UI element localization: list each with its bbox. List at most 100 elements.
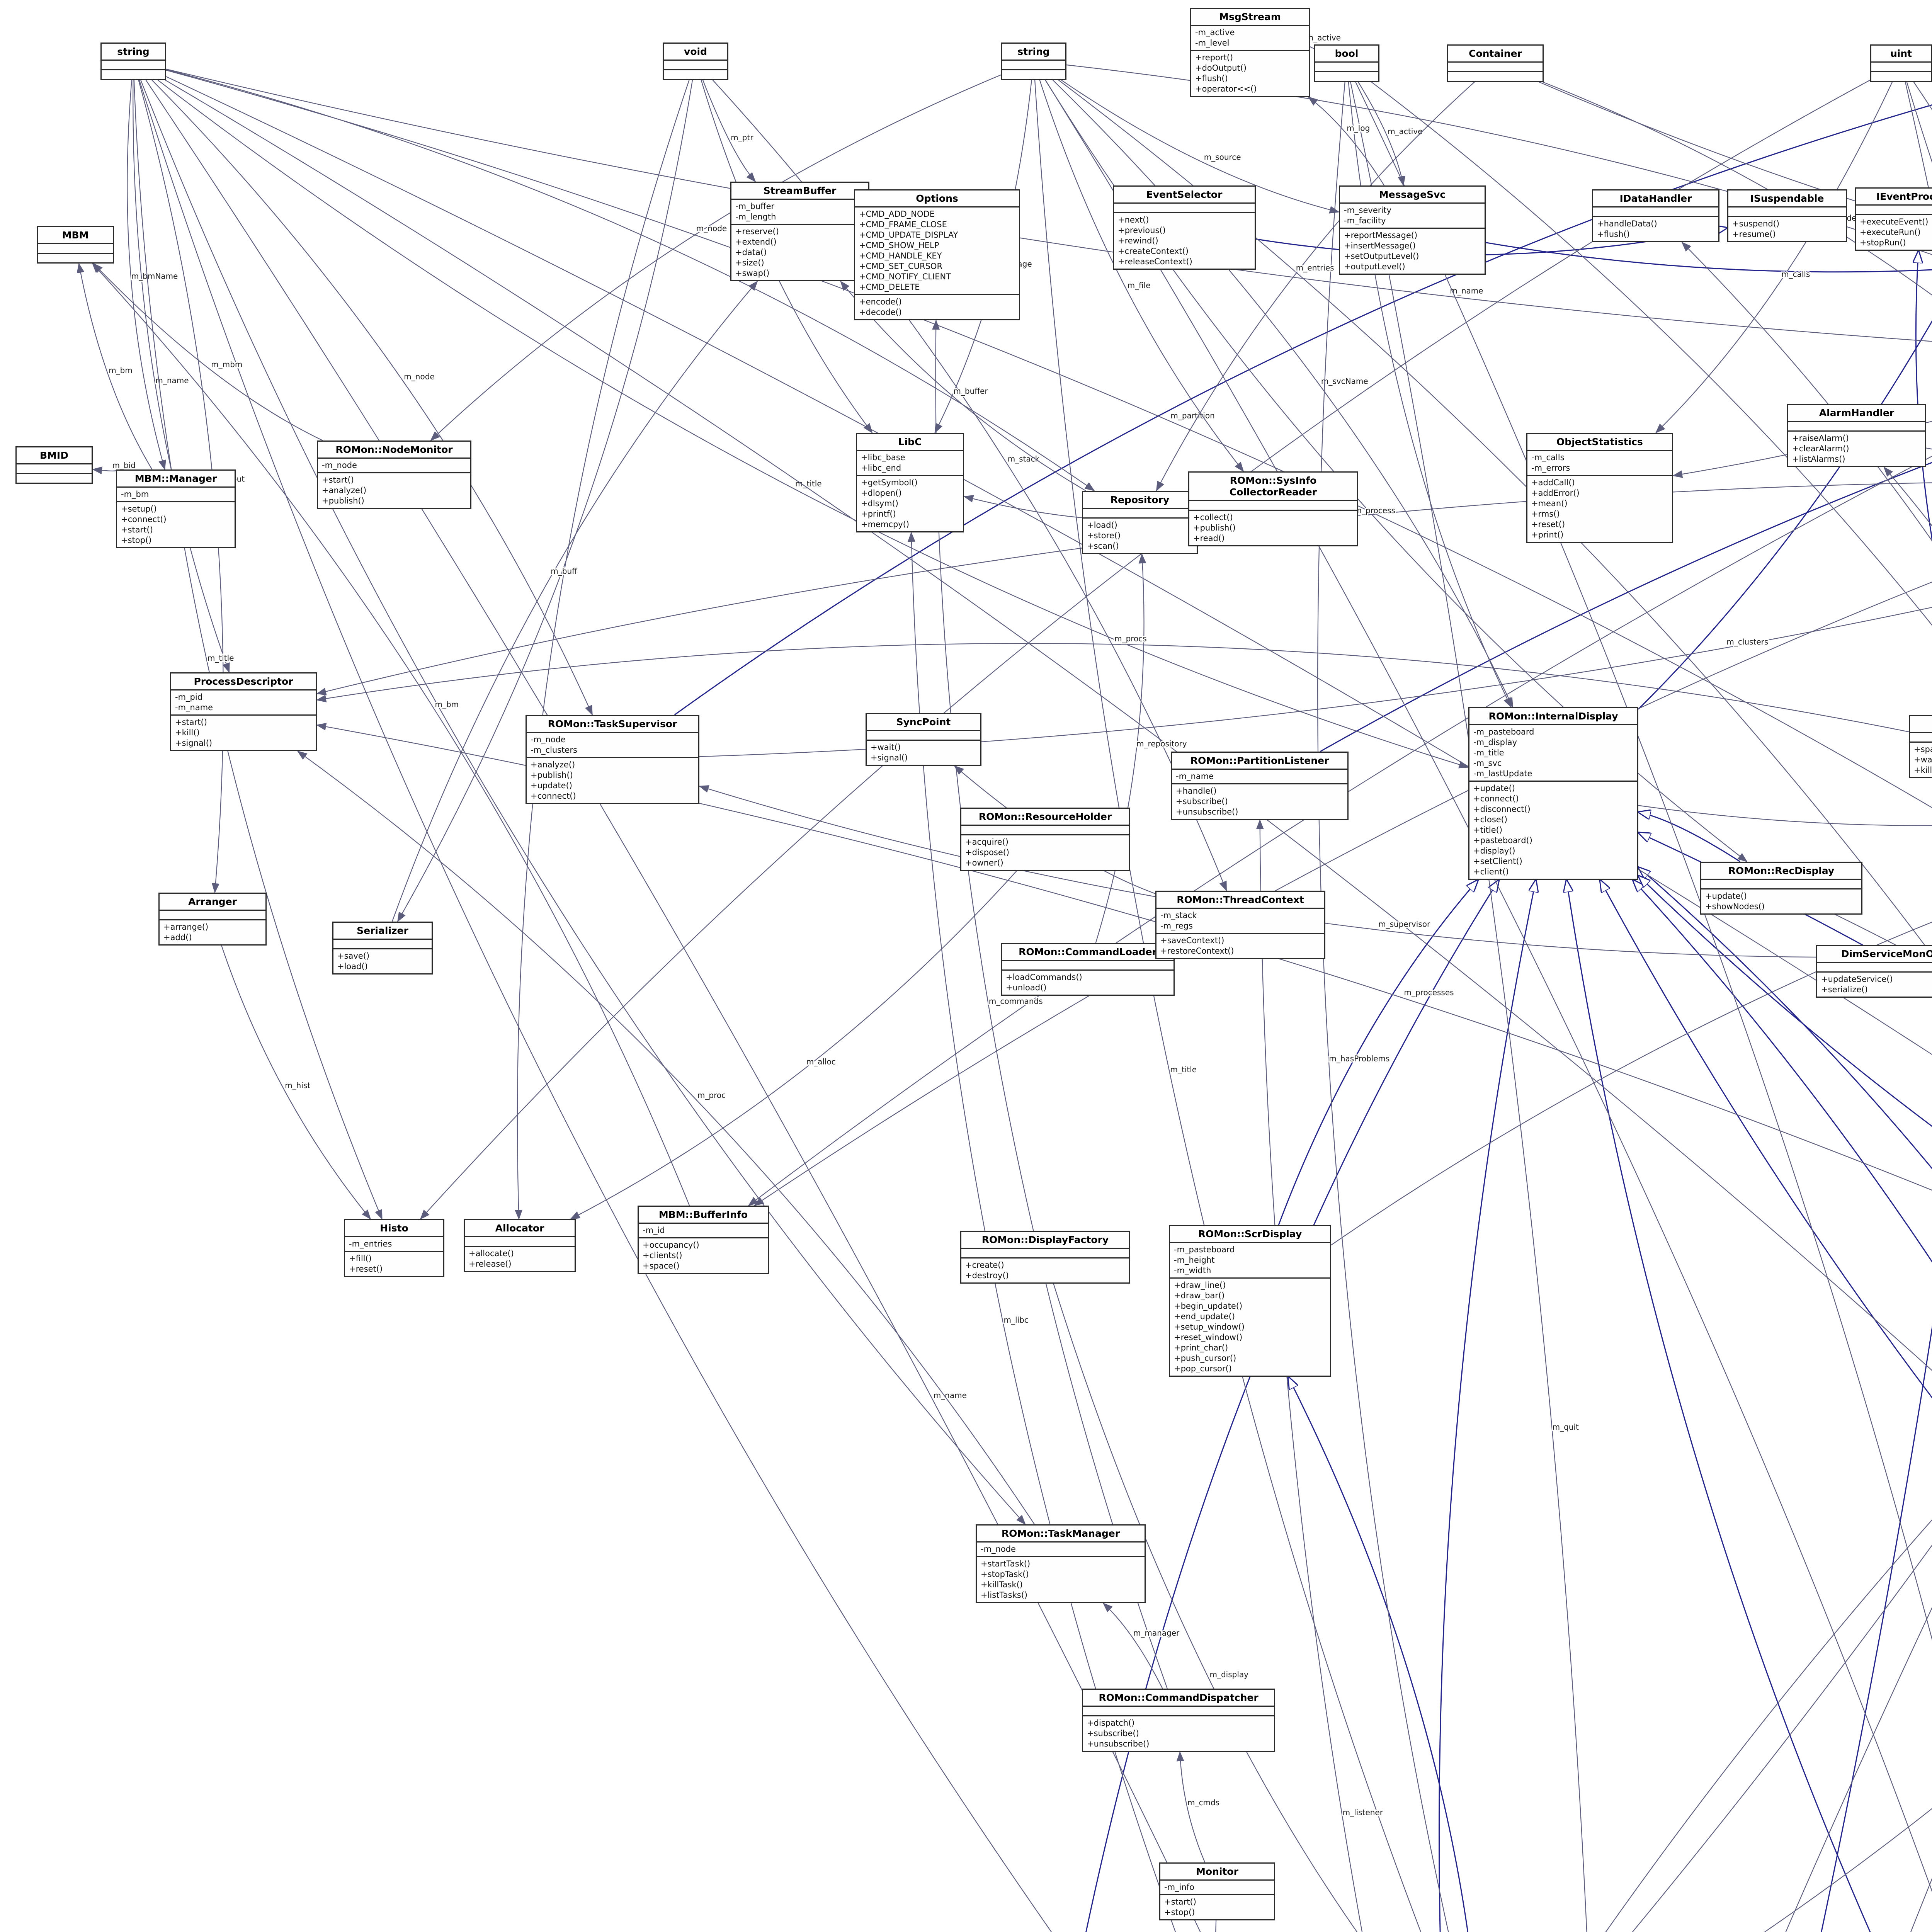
class-node-uint1[interactable]: uint [1870,44,1932,82]
edge-label: m_ptr [731,133,753,142]
method-item: +resume() [1732,230,1776,239]
class-node-allocator[interactable]: Allocator+allocate()+release() [464,1219,576,1272]
attribute-item: -m_node [322,461,357,470]
class-node-cmddispatcher[interactable]: ROMon::CommandDispatcher+dispatch()+subs… [1082,1689,1275,1752]
class-node-mbm[interactable]: MBM [37,226,114,264]
class-node-dimservicemon[interactable]: DimServiceMonObject+updateService()+seri… [1816,945,1932,998]
class-node-isuspendable[interactable]: ISuspendable+suspend()+resume() [1727,189,1847,242]
class-node-cmdids[interactable]: Options+CMD_ADD_NODE+CMD_FRAME_CLOSE+CMD… [854,189,1020,320]
class-title: Repository [1083,492,1197,509]
attributes-compartment: -m_id [639,1224,768,1237]
edge-label: m_bmName [131,271,178,281]
class-node-evtselector[interactable]: EventSelector+next()+previous()+rewind()… [1113,185,1256,270]
method-item: +create() [965,1260,1004,1270]
edge-label: m_node [404,372,434,381]
method-item: +mean() [1531,499,1568,508]
usage-edge [1039,80,1244,472]
class-node-recdisplay[interactable]: ROMon::RecDisplay+update()+showNodes() [1700,862,1862,915]
class-node-internaldisplay[interactable]: ROMon::InternalDisplay-m_pasteboard-m_di… [1468,707,1638,880]
class-node-objectstats[interactable]: ObjectStatistics-m_calls-m_errors+addCal… [1526,433,1673,543]
class-title: bool [1315,46,1378,63]
attribute-item: -m_level [1195,38,1230,48]
attributes-compartment: +CMD_ADD_NODE+CMD_FRAME_CLOSE+CMD_UPDATE… [855,207,1019,294]
class-node-bmid[interactable]: BMID [15,446,93,484]
class-title: ROMon::ThreadContext [1156,892,1324,909]
method-item: +handleData() [1597,219,1657,228]
usage-edge [157,80,1469,769]
usage-edge [430,74,1001,441]
class-node-datahandler[interactable]: IDataHandler+handleData()+flush() [1592,189,1719,242]
method-item: +data() [735,248,767,257]
method-item: +updateService() [1821,975,1893,984]
class-node-alarmhandler[interactable]: AlarmHandler+raiseAlarm()+clearAlarm()+l… [1787,404,1926,467]
attribute-item: -m_node [981,1544,1016,1554]
attribute-item: -m_errors [1531,463,1570,473]
methods-compartment: +analyze()+publish()+update()+connect() [527,757,698,803]
class-node-resourceholder[interactable]: ROMon::ResourceHolder+acquire()+dispose(… [960,808,1130,871]
usage-edge [1785,1607,1932,1932]
method-item: +analyze() [531,760,575,769]
class-title: ROMon::CommandLoader [1002,944,1173,961]
class-node-nodemonitor[interactable]: ROMon::NodeMonitor-m_node+start()+analyz… [317,440,471,509]
class-title: IDataHandler [1593,190,1718,207]
edge-label: m_buff [551,566,578,576]
attributes-compartment [961,826,1129,834]
method-item: +title() [1473,825,1503,835]
method-item: +dispose() [965,848,1010,857]
method-item: +subscribe() [1176,797,1228,806]
class-node-threadcontext[interactable]: ROMon::ThreadContext-m_stack-m_regs+save… [1155,891,1325,959]
class-node-procdesc[interactable]: ProcessDescriptor-m_pid-m_name+start()+k… [170,672,317,751]
usage-edge [1052,80,1513,708]
class-node-arranger[interactable]: Arranger+arrange()+add() [158,893,267,946]
method-item: +publish() [1193,523,1236,532]
method-item: +setup() [121,504,157,514]
class-node-void1[interactable]: void [663,43,728,80]
attributes-compartment: -m_node-m_clusters [527,733,698,757]
class-node-partitionlistener[interactable]: ROMon::PartitionListener-m_name+handle()… [1171,752,1349,820]
class-node-scrdisplay[interactable]: ROMon::ScrDisplay-m_pasteboard-m_height-… [1169,1225,1331,1377]
edge-label: m_hasProblems [1329,1054,1389,1063]
method-item: +connect() [121,515,167,524]
methods-compartment: +reportMessage()+insertMessage()+setOutp… [1340,228,1485,274]
class-node-histo[interactable]: Histo-m_entries+fill()+reset() [344,1219,444,1277]
method-item: +print() [1531,530,1564,539]
method-item: +killAll() [1914,765,1932,775]
usage-edge [1308,96,1385,186]
usage-edge [1883,466,1932,527]
class-node-libc[interactable]: LibC+libc_base+libc_end+getSymbol()+dlop… [856,433,964,532]
class-node-string1[interactable]: string [100,43,166,80]
class-node-container[interactable]: Container [1447,44,1544,82]
class-node-displayfactory[interactable]: ROMon::DisplayFactory+create()+destroy() [960,1231,1130,1284]
class-node-serializer[interactable]: Serializer+save()+load() [332,922,433,975]
method-item: +serialize() [1821,985,1868,994]
methods-compartment: +loadCommands()+unload() [1002,969,1173,995]
attributes-compartment [1315,63,1378,71]
class-node-msgstream[interactable]: MsgStream-m_active-m_level+report()+doOu… [1190,8,1310,97]
method-item: +end_update() [1174,1312,1235,1321]
attribute-item: -m_node [531,735,566,744]
class-node-processmanager[interactable]: ProcessManager+spawn()+wait()+killAll() [1909,715,1932,778]
methods-compartment: +startTask()+stopTask()+killTask()+listT… [977,1556,1145,1602]
class-node-taskmanager[interactable]: ROMon::TaskManager-m_node+startTask()+st… [976,1524,1146,1603]
methods-compartment [17,473,92,483]
class-node-messagesvc[interactable]: MessageSvc-m_severity-m_facility+reportM… [1339,185,1486,275]
class-node-syncpoint[interactable]: SyncPoint+wait()+signal() [866,713,981,766]
class-node-bool1[interactable]: bool [1314,44,1379,82]
class-node-tasksupervisor[interactable]: ROMon::TaskSupervisor-m_node-m_clusters+… [526,715,699,804]
method-item: +operator<<() [1195,84,1257,94]
class-node-manager[interactable]: MBM::Manager-m_bm+setup()+connect()+star… [116,469,236,548]
class-node-repository[interactable]: Repository+load()+store()+scan() [1082,491,1198,554]
attributes-compartment [1083,509,1197,517]
attributes-compartment [1910,733,1932,742]
class-node-commandloader[interactable]: ROMon::CommandLoader+loadCommands()+unlo… [1001,943,1175,996]
method-item: +fill() [349,1254,372,1263]
class-node-ieventproc[interactable]: IEventProcessor+executeEvent()+executeRu… [1855,187,1932,251]
method-item: +insertMessage() [1344,241,1416,250]
class-node-bufferinfo[interactable]: MBM::BufferInfo-m_id+occupancy()+clients… [638,1206,769,1274]
class-node-string2[interactable]: string [1001,43,1066,80]
class-node-streambuffer[interactable]: StreamBuffer-m_buffer-m_length+reserve()… [730,182,869,281]
class-node-monitor[interactable]: Monitor-m_info+start()+stop() [1159,1862,1275,1920]
attributes-compartment [1189,501,1357,510]
attributes-compartment: -m_info [1160,1881,1274,1894]
